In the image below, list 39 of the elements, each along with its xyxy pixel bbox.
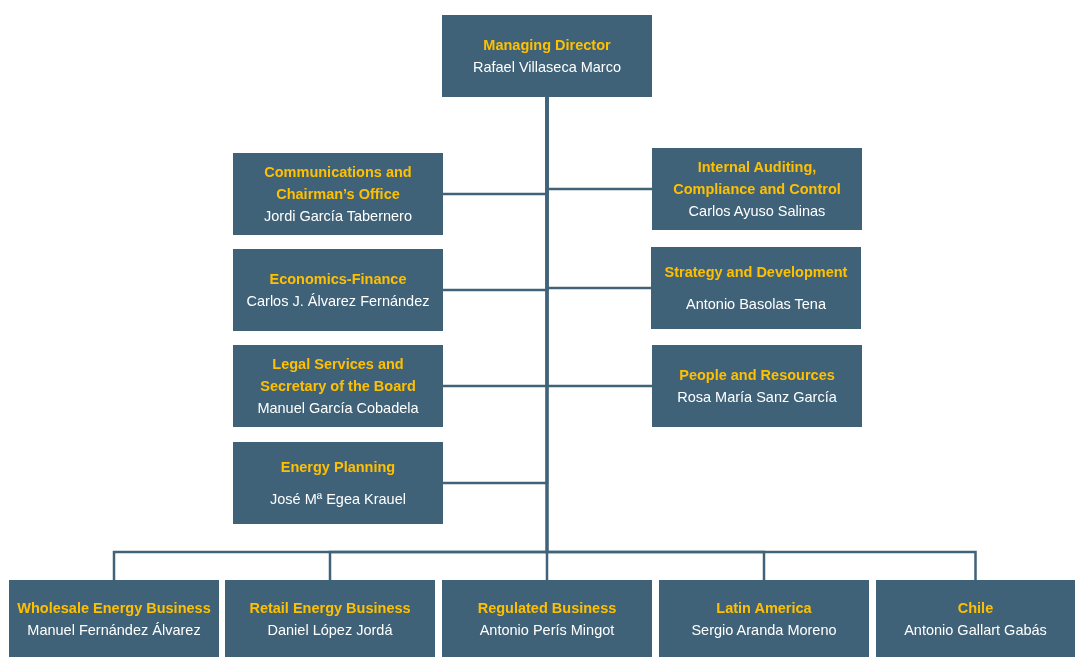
- person-name: Antonio Basolas Tena: [686, 295, 826, 314]
- org-box: [652, 148, 862, 230]
- position-title: Strategy and Development: [664, 263, 848, 282]
- position-title: Energy Planning: [280, 458, 396, 477]
- person-name: Daniel López Jordá: [267, 620, 393, 640]
- person-name: Manuel Fernández Álvarez: [27, 620, 201, 640]
- org-box: [652, 345, 862, 427]
- position-title: Economics-Finance: [269, 270, 407, 289]
- org-box: [659, 580, 869, 657]
- position-title: People and Resources: [679, 366, 835, 385]
- person-name: Rosa María Sanz García: [677, 388, 837, 407]
- position-title: Retail Energy Business: [249, 598, 411, 618]
- person-name: Jordi García Tabernero: [264, 207, 412, 226]
- position-title: Managing Director: [483, 36, 611, 55]
- org-box: [442, 15, 652, 97]
- org-box: [233, 345, 443, 427]
- org-box: [651, 247, 861, 329]
- person-name: Sergio Aranda Moreno: [691, 620, 837, 640]
- position-title: Internal Auditing, Compliance and Control: [672, 158, 842, 199]
- org-box: [233, 249, 443, 331]
- org-box: [876, 580, 1075, 657]
- org-box: [233, 442, 443, 524]
- position-title: Wholesale Energy Business: [17, 598, 211, 618]
- person-name: Rafael Villaseca Marco: [473, 58, 621, 77]
- position-title: Chile: [957, 598, 994, 618]
- person-name: José Mª Egea Krauel: [270, 490, 406, 509]
- org-box: [225, 580, 435, 657]
- person-name: Carlos Ayuso Salinas: [688, 202, 826, 221]
- person-name: Antonio Gallart Gabás: [904, 620, 1047, 640]
- org-box: [9, 580, 219, 657]
- position-title: Communications and Chairman’s Office: [263, 163, 413, 204]
- org-box: [233, 153, 443, 235]
- position-title: Latin America: [716, 598, 812, 618]
- person-name: Manuel García Cobadela: [257, 399, 419, 418]
- person-name: Antonio Perís Mingot: [479, 620, 615, 640]
- person-name: Carlos J. Álvarez Fernández: [246, 292, 430, 311]
- org-box: [442, 580, 652, 657]
- position-title: Regulated Business: [477, 598, 617, 618]
- position-title: Legal Services and Secretary of the Board: [259, 355, 417, 396]
